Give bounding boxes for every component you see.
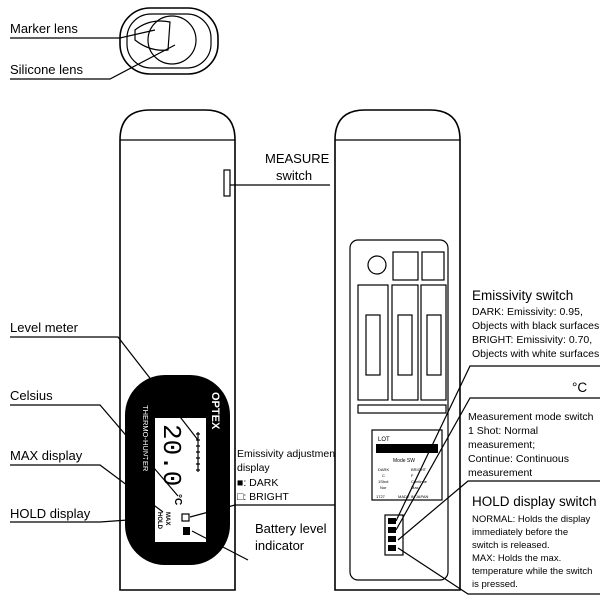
silicone-lens-label: Silicone lens	[10, 62, 83, 77]
plate-text: 1727	[376, 494, 386, 499]
emissivity-switch-text: Objects with white surfaces	[472, 348, 599, 360]
celsius-label: Celsius	[10, 388, 53, 403]
plate-text: C	[382, 473, 385, 478]
front-device: OPTEX THERMO-HUNTER 20.0 °C MAX HOLD	[119, 109, 236, 591]
dip-switch-emissivity[interactable]	[388, 518, 396, 524]
temperature-reading: 20.0	[156, 424, 186, 486]
battery-label: Battery level	[255, 521, 327, 536]
plate-text: Continue	[411, 479, 428, 484]
emissivity-switch-title: Emissivity switch	[472, 288, 573, 303]
dip-switch-unit[interactable]	[388, 527, 396, 533]
mode-switch-text: Continue: Continuous	[468, 453, 569, 465]
emissivity-switch-text: DARK: Emissivity: 0.95,	[472, 306, 583, 318]
emissivity-display-label: Emissivity adjustment	[237, 448, 338, 460]
bright-legend: □: BRIGHT	[237, 491, 289, 503]
mode-switch-text: measurement;	[468, 439, 535, 451]
mode-switch-title: Measurement mode switch	[468, 411, 594, 423]
leader-line	[395, 397, 600, 531]
unit-celsius: °C	[172, 494, 183, 505]
leader-line	[10, 464, 164, 513]
leader-line	[189, 504, 345, 518]
leader-line	[395, 365, 600, 522]
celsius-switch-label: °C	[572, 380, 587, 395]
model-name: THERMO-HUNTER	[141, 405, 150, 472]
measure-switch-label: MEASURE	[265, 151, 330, 166]
lot-label: LOT	[378, 437, 390, 443]
emissivity-switch-text: Objects with black surfaces	[472, 320, 599, 332]
emissivity-display-label: display	[237, 462, 270, 474]
hold-switch-text: temperature while the switch	[472, 566, 592, 577]
plate-text: DARK	[378, 467, 389, 472]
mode-sw-label: Mode SW	[393, 458, 415, 464]
plate-text: 1Shot	[378, 479, 389, 484]
leader-line	[10, 404, 179, 497]
leader-line	[10, 517, 156, 523]
marker-lens-label: Marker lens	[10, 21, 78, 36]
hold-switch-text: is pressed.	[472, 579, 518, 590]
plate-text: Nor	[380, 485, 387, 490]
leader-line	[10, 336, 199, 441]
leader-line	[10, 29, 156, 39]
max-display-label: MAX display	[10, 448, 83, 463]
dark-legend: ■: DARK	[237, 477, 278, 489]
dip-switch-mode[interactable]	[388, 536, 396, 542]
measure-switch[interactable]	[223, 169, 231, 197]
plate-text: Max	[411, 485, 419, 490]
plate-text: BRIGHT	[411, 467, 427, 472]
mode-switch-text: 1 Shot: Normal	[468, 425, 538, 437]
hold-switch-title: HOLD display switch	[472, 494, 597, 509]
max-indicator: MAX	[164, 512, 170, 525]
emissivity-indicator	[181, 513, 190, 522]
label-plate	[371, 429, 443, 501]
hold-indicator: HOLD	[156, 512, 162, 530]
brand-logo: OPTEX	[209, 392, 221, 430]
back-device: LOT Mode SW DARK C 1Shot Nor BRIGHT F Co…	[334, 109, 461, 591]
plate-text: F	[411, 473, 414, 478]
leader-line	[397, 480, 600, 541]
hold-display-label: HOLD display	[10, 506, 91, 521]
mode-switch-text: measurement	[468, 467, 532, 479]
leader-line	[397, 547, 600, 595]
battery-label: indicator	[255, 538, 305, 553]
leader-line	[191, 530, 249, 561]
lens-top-view	[119, 7, 219, 75]
hold-switch-text: NORMAL: Holds the display	[472, 514, 591, 525]
measure-switch-label: switch	[276, 168, 312, 183]
emissivity-switch-text: BRIGHT: Emissivity: 0.70,	[472, 334, 592, 346]
hold-switch-text: MAX: Holds the max.	[472, 553, 561, 564]
hold-switch-text: immediately before the	[472, 527, 568, 538]
hold-switch-text: switch is released.	[472, 540, 550, 551]
leader-line	[10, 44, 176, 80]
level-meter-label: Level meter	[10, 320, 79, 335]
dip-switch-hold[interactable]	[388, 545, 396, 551]
plate-text: MADE IN JAPAN	[398, 494, 428, 499]
battery-indicator	[183, 527, 190, 535]
